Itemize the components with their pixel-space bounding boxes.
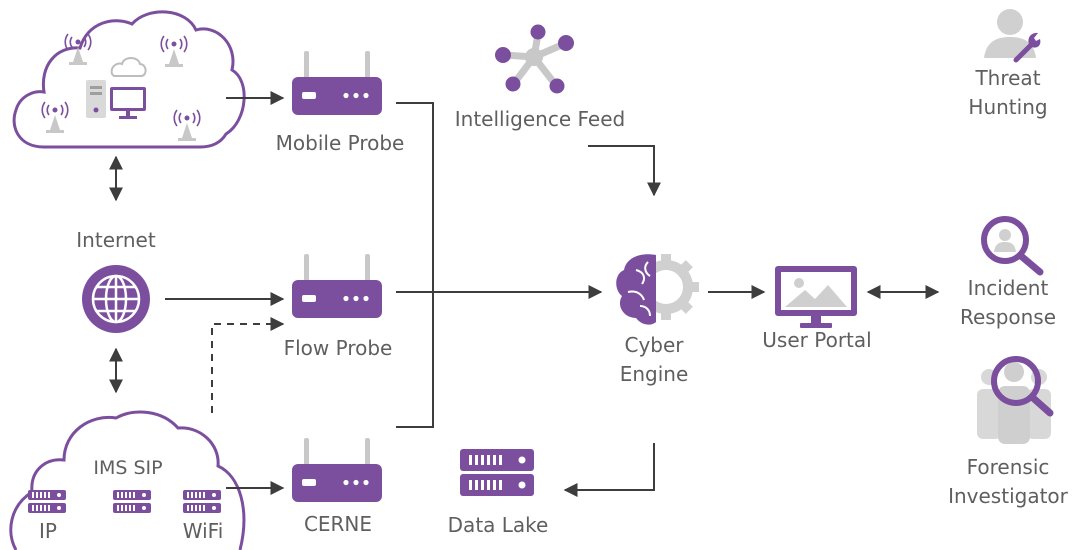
group-search-icon [977,356,1054,444]
dashed-arrow-to-flow-probe [211,317,285,413]
globe-icon [82,265,150,333]
cerne-router-icon [292,438,382,502]
internet-label: Internet [76,228,156,252]
data-lake-label: Data Lake [448,513,549,537]
forensic-investigator-label-line2: Investigator [948,484,1069,508]
incident-response-label-line1: Incident [968,276,1049,300]
incident-response-label-line2: Response [960,305,1056,329]
mobile-probe-router-icon [292,51,382,115]
cyber-engine-label-line1: Cyber [624,333,684,357]
network-nodes-icon [495,24,574,94]
mobile-probe-label: Mobile Probe [276,131,405,155]
arrow-feed-to-engine [588,145,661,197]
ims-sip-label: IMS SIP [93,457,162,479]
wifi-label: WiFi [183,519,224,543]
ip-label: IP [39,519,57,543]
user-wrench-icon [984,9,1041,63]
mobile-network-cloud-icon [12,10,246,149]
user-search-icon [981,216,1044,276]
monitor-image-icon [775,266,857,328]
probe-aggregation-bracket [396,102,434,428]
cerne-label: CERNE [304,512,372,536]
intelligence-feed-label: Intelligence Feed [455,107,625,131]
brain-gear-icon [616,254,699,325]
user-portal-label: User Portal [762,328,871,352]
threat-hunting-label-line1: Threat [974,66,1040,90]
flow-probe-router-icon [292,254,382,318]
threat-hunting-label-line2: Hunting [968,95,1047,119]
flow-probe-label: Flow Probe [284,336,393,360]
forensic-investigator-label-line1: Forensic [967,455,1050,479]
arrow-engine-to-data-lake [563,443,655,497]
desktop-computer-icon [86,57,147,119]
data-lake-server-icon [460,449,534,496]
cyber-engine-label-line2: Engine [620,362,689,386]
